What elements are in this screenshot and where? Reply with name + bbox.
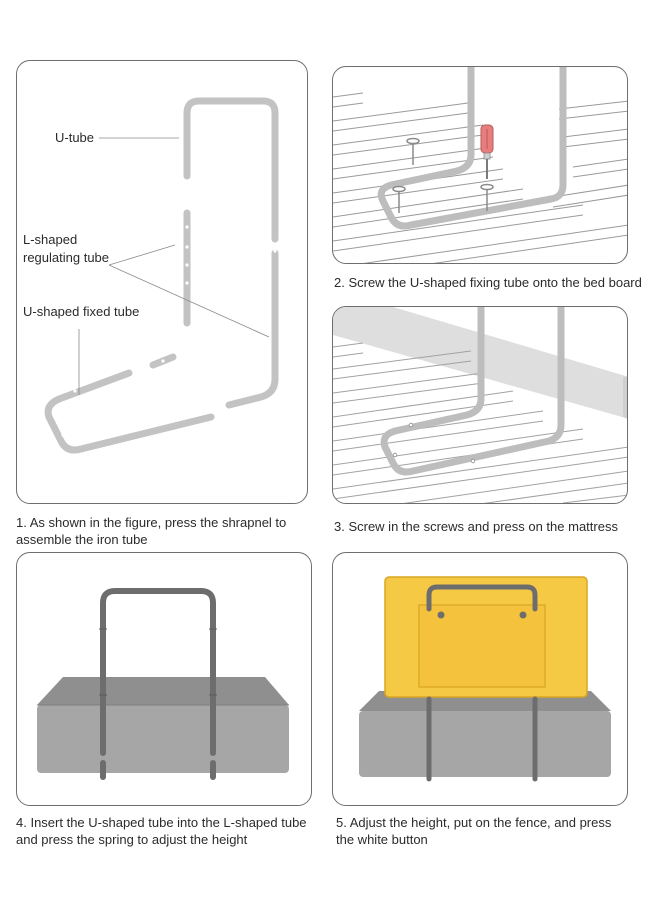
mattress-side (623, 377, 627, 419)
screw-icon (392, 137, 494, 213)
tube-assembly-diagram (44, 97, 279, 454)
caption-step-1-line2: assemble the iron tube (16, 532, 148, 547)
mattress-press-diagram (333, 307, 627, 503)
panel-step-1: U-tube L-shaped regulating tube U-shaped… (16, 60, 308, 504)
u-tube-shape (183, 97, 279, 243)
insert-u-tube-diagram (37, 588, 289, 780)
bed-board-screw-diagram (333, 67, 627, 263)
bed-top (37, 677, 289, 705)
panel-step-4 (16, 552, 312, 806)
fence-install-diagram (359, 576, 611, 782)
dark-u-tube (426, 584, 538, 612)
caption-step-3: 3. Screw in the screws and press on the … (334, 519, 618, 534)
screwdriver-icon (480, 124, 494, 179)
label-l-shaped-line2: regulating tube (23, 250, 110, 265)
bed-side (359, 711, 611, 777)
label-u-tube: U-tube (55, 130, 95, 145)
label-l-shaped-line1: L-shaped (23, 232, 78, 247)
caption-step-2: 2. Screw the U-shaped fixing tube onto t… (334, 275, 642, 290)
label-u-fixed-tube: U-shaped fixed tube (23, 304, 140, 319)
fence-front-panel (418, 604, 546, 688)
caption-step-5-line1: 5. Adjust the height, put on the fence, … (336, 815, 612, 830)
u-fixed-tube-back (44, 369, 215, 454)
panel-step-5 (332, 552, 628, 806)
dark-u-tube (100, 588, 216, 756)
u-fixing-tube (377, 67, 567, 230)
white-button-right (519, 611, 527, 619)
panel-step-3 (332, 306, 628, 504)
caption-step-5-line2: the white button (336, 832, 428, 847)
bed-slats (333, 92, 627, 263)
caption-step-1-line1: 1. As shown in the figure, press the shr… (16, 515, 287, 530)
l-tube-back-vertical (225, 249, 279, 409)
caption-step-4-line2: and press the spring to adjust the heigh… (16, 832, 248, 847)
bed-side (37, 705, 289, 773)
white-button-left (437, 611, 445, 619)
panel-step-2 (332, 66, 628, 264)
caption-step-4-line1: 4. Insert the U-shaped tube into the L-s… (16, 815, 307, 830)
u-fixing-tube (380, 307, 565, 476)
